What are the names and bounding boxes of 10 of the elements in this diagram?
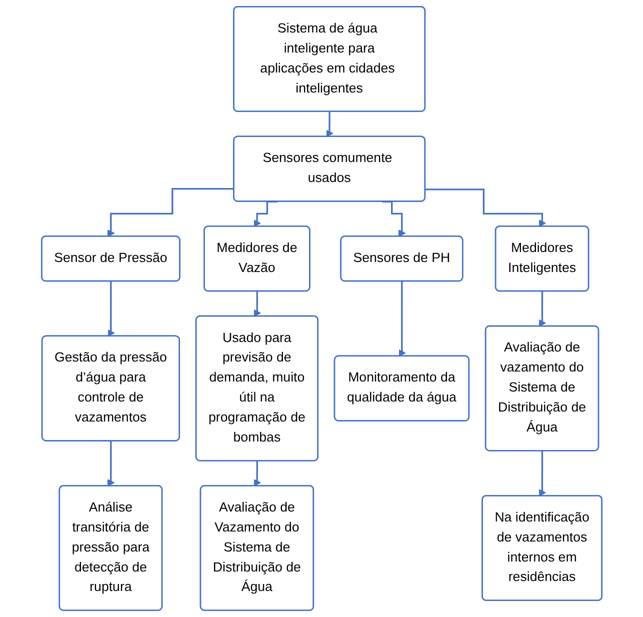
- arrow: [107, 440, 114, 486]
- arrow: [253, 290, 261, 317]
- arrow: [107, 188, 234, 237]
- arrow: [538, 290, 546, 327]
- arrow: [326, 111, 334, 138]
- arrow: [398, 280, 406, 357]
- arrow: [538, 450, 546, 496]
- arrow: [253, 460, 261, 486]
- arrow: [107, 280, 114, 337]
- arrow: [425, 188, 546, 227]
